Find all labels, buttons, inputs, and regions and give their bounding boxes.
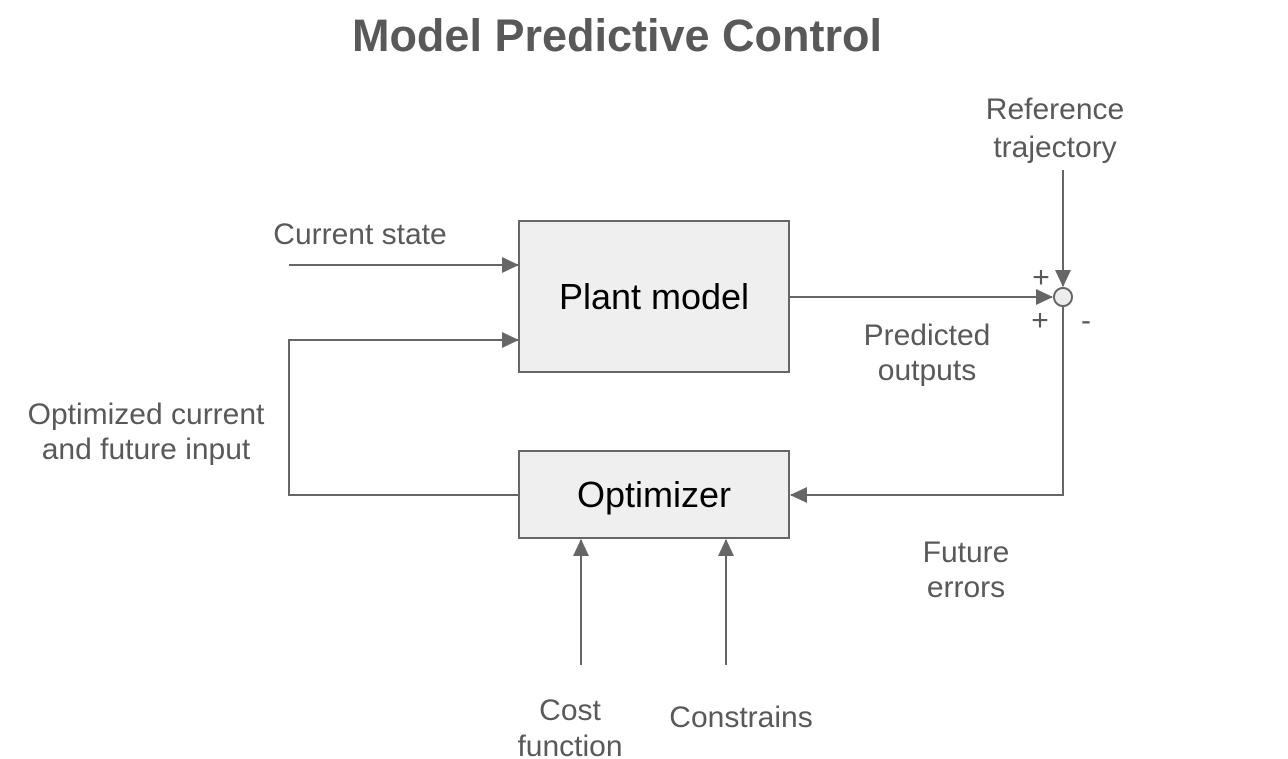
plant-model-label: Plant model bbox=[559, 276, 749, 317]
optimizer-block bbox=[518, 450, 790, 539]
current-state-label: Current state bbox=[273, 218, 446, 251]
summing-sign-top-left: + bbox=[1032, 261, 1050, 294]
predicted-outputs-label-line1: Predicted bbox=[864, 319, 991, 352]
future-errors-label-line2: errors bbox=[927, 571, 1005, 604]
cost-function-label-line1: Cost bbox=[539, 694, 601, 727]
optimized-input-label-line1: Optimized current bbox=[28, 398, 265, 431]
constrains-label: Constrains bbox=[669, 701, 812, 734]
cost-function-label-line2: function bbox=[517, 730, 622, 759]
reference-trajectory-label-line2: trajectory bbox=[993, 131, 1116, 164]
future-errors-label-line1: Future bbox=[923, 536, 1010, 569]
optimized-input-label-line2: and future input bbox=[42, 433, 251, 466]
optimized-input-feedback-arrow bbox=[288, 332, 519, 496]
summing-sign-bottom-left: + bbox=[1031, 304, 1049, 337]
reference-trajectory-label-line1: Reference bbox=[986, 93, 1124, 126]
predicted-outputs-label-line2: outputs bbox=[878, 354, 976, 387]
future-errors-arrow bbox=[790, 307, 1064, 503]
optimizer-label: Optimizer bbox=[577, 474, 731, 515]
plant-model-block bbox=[518, 220, 790, 373]
summing-junction bbox=[1053, 287, 1073, 307]
summing-sign-right: - bbox=[1081, 304, 1091, 337]
diagram-title: Model Predictive Control bbox=[352, 10, 882, 61]
